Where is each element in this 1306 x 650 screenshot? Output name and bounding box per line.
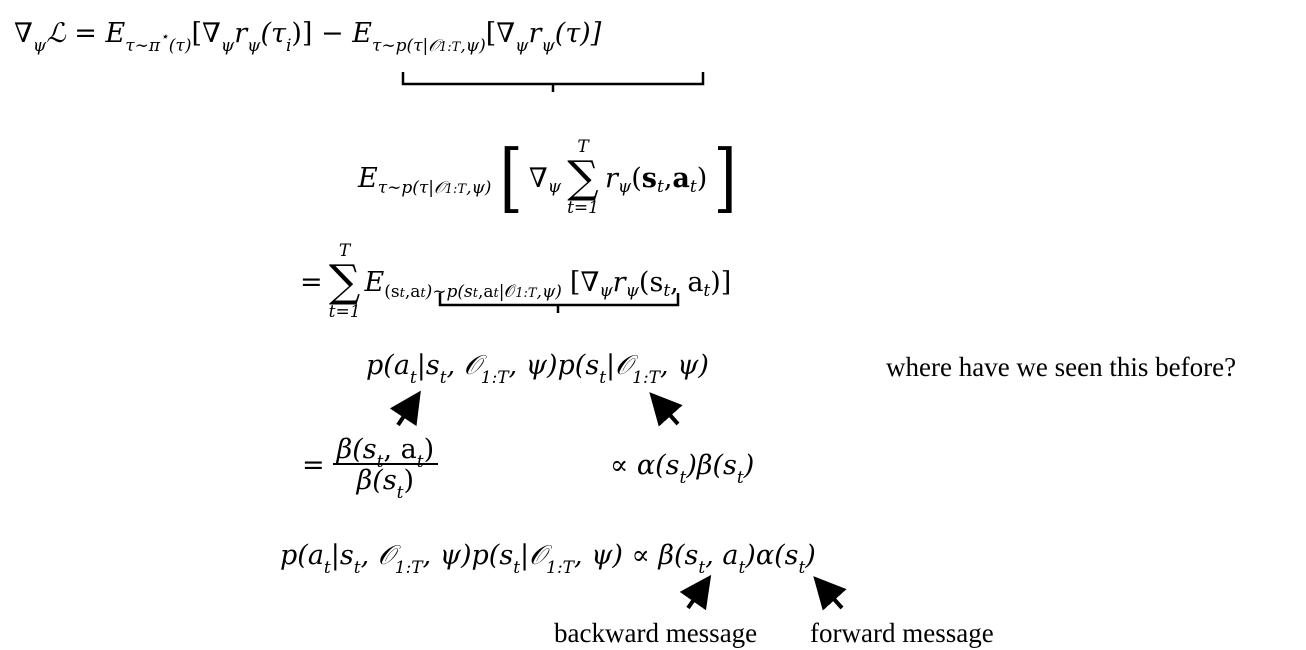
proportional-alpha-beta: ∝ α(st)β(st): [610, 450, 755, 488]
proportional-messages-line: p(at|st, 𝒪1:T, ψ)p(st|𝒪1:T, ψ) ∝ β(st, a…: [280, 540, 816, 578]
summation: T ∑ t=1: [567, 137, 599, 218]
arrow-up-right-icon: [389, 390, 421, 427]
beta-fraction: β(st, at) β(st): [332, 436, 439, 502]
expectation-symbol: E: [358, 162, 378, 194]
summation: T ∑ t=1: [328, 241, 361, 322]
nabla-symbol: ∇: [14, 18, 33, 49]
arrow-up-right-icon: [679, 574, 712, 611]
question-annotation: where have we seen this before?: [886, 352, 1237, 382]
expectation-symbol: E: [352, 18, 372, 49]
forward-message-label: forward message: [810, 618, 994, 648]
beta-ratio-line: = β(st, at) β(st): [302, 436, 439, 502]
arrow-up-left-icon: [813, 576, 847, 611]
expectation-symbol: E: [364, 266, 385, 298]
factorized-probability-line: p(at|st, 𝒪1:T, ψ)p(st|𝒪1:T, ψ): [366, 350, 709, 388]
loss-symbol: ℒ: [46, 18, 66, 49]
left-bracket: [: [499, 134, 523, 222]
gradient-equation-line: ∇ψℒ = Eτ∼π⋆(τ)[∇ψrψ(τi)] − Eτ∼p(τ|𝒪1:T,ψ…: [14, 18, 602, 56]
expectation-symbol: E: [105, 18, 126, 49]
underbrace-top: [401, 72, 705, 92]
backward-message-label: backward message: [554, 618, 758, 648]
underbrace-middle: [438, 293, 680, 313]
right-bracket: ]: [713, 134, 737, 222]
arrow-up-left-icon: [649, 392, 683, 427]
